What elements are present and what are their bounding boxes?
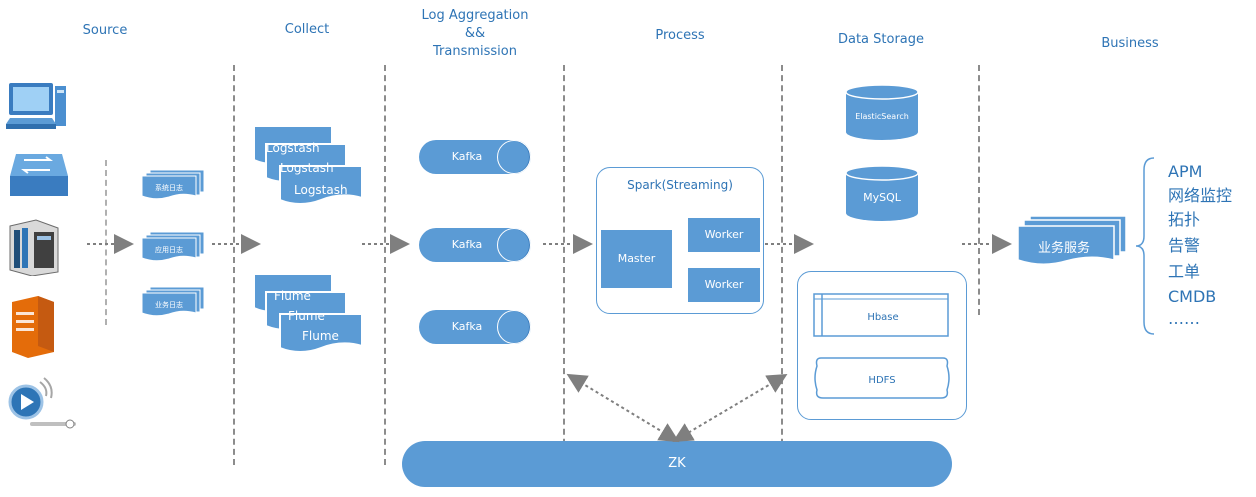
log-document-stack: 应用日志 [142,232,205,262]
header-aggregation-line1: Log Aggregation [421,8,529,23]
zk-link-arrow [566,373,680,443]
separator [105,160,107,325]
header-business: Business [1101,36,1159,51]
header-collect: Collect [284,22,330,37]
kafka-label: Kafka [451,238,483,251]
separator [384,65,386,465]
header-aggregation-line3: Transmission [433,44,517,59]
business-item: 工单 [1168,262,1201,281]
kafka-node: Kafka [419,140,531,174]
log-document-stack: 系统日志 [142,170,205,200]
business-service-label: 业务服务 [1038,240,1090,256]
kafka-cap [497,140,531,174]
kafka-node: Kafka [419,228,531,262]
computer-icon [6,83,66,129]
hbase-label: Hbase [867,312,898,323]
spark-title: Spark(Streaming) [627,178,733,192]
network-switch-icon [10,154,68,196]
kafka-cap [497,310,531,344]
logstash-stack: Logstash Logstash Logstash [253,125,363,205]
kafka-node: Kafka [419,310,531,344]
flume-label: Flume [274,289,311,303]
mysql-label: MySQL [863,191,902,204]
business-item: APM [1168,162,1203,181]
business-brace [1135,157,1155,335]
elasticsearch-db: ElasticSearch [845,84,919,140]
business-item: 告警 [1168,236,1201,255]
logstash-label: Logstash [266,141,320,155]
logstash-label: Logstash [294,183,348,197]
hdfs-storage: HDFS [814,357,950,399]
log-document-label: 应用日志 [155,245,183,254]
header-aggregation-line2: && [464,26,486,41]
separator [563,65,565,465]
spark-worker: Worker [688,218,760,252]
hdfs-label: HDFS [868,375,895,386]
log-document-stack: 业务日志 [142,287,205,317]
flume-stack: Flume Flume Flume [253,273,363,353]
business-item: CMDB [1168,287,1217,306]
business-item: …… [1168,309,1200,328]
header-storage: Data Storage [837,32,925,47]
log-document-label: 系统日志 [155,183,183,192]
business-service-stack: 业务服务 [1017,215,1127,265]
separator [978,65,980,315]
business-item: 网络监控 [1168,186,1233,205]
header-process: Process [655,28,705,43]
logstash-label: Logstash [280,161,334,175]
separator [233,65,235,465]
server-rack-icon [9,219,59,276]
kafka-label: Kafka [451,320,483,333]
log-document-label: 业务日志 [155,300,183,309]
zookeeper-bar: ZK [402,441,952,487]
header-source: Source [82,23,128,38]
flume-label: Flume [288,309,325,323]
kafka-cap [497,228,531,262]
tower-server-icon [12,296,54,358]
mysql-db: MySQL [845,165,919,221]
separator [781,65,783,465]
wireless-device-icon [8,377,76,429]
flume-label: Flume [302,329,339,343]
hbase-table: Hbase [813,293,949,337]
elasticsearch-label: ElasticSearch [855,112,909,121]
business-item: 拓扑 [1168,210,1201,229]
spark-worker: Worker [688,268,760,302]
spark-master: Master [601,230,672,288]
header-aggregation: Log Aggregation && Transmission [410,7,540,61]
zk-link-arrow [672,373,788,443]
kafka-label: Kafka [451,150,483,163]
